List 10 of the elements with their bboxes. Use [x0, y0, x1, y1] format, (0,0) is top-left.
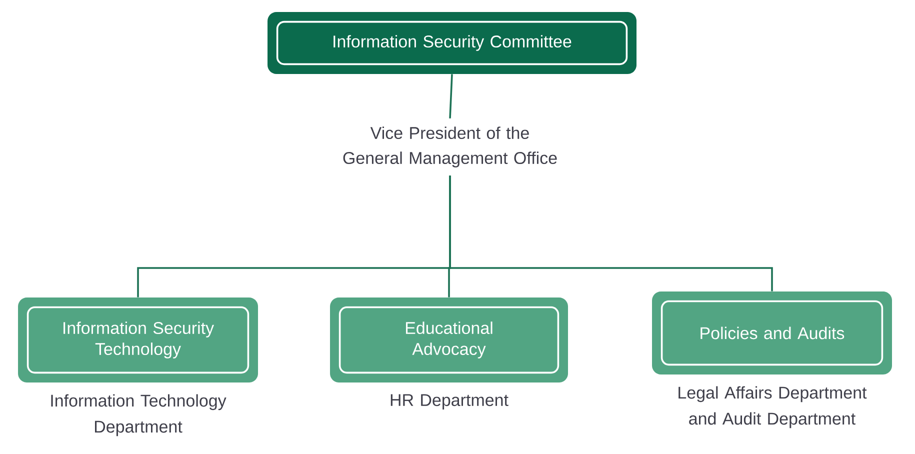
department-box: Educational Advocacy — [330, 297, 568, 382]
committee-box: Information Security Committee — [268, 12, 636, 74]
department-caption: HR Department — [390, 394, 508, 410]
department-caption: Legal Affairs Department and Audit Department — [678, 386, 867, 428]
role-text: Vice President of the General Management Office — [343, 126, 557, 168]
department-caption: Information Technology Department — [51, 394, 226, 436]
connector-line — [449, 74, 453, 118]
connector-line — [449, 176, 773, 292]
department-box: Policies and Audits — [652, 292, 892, 374]
department-box: Information Security Technology — [18, 297, 258, 382]
